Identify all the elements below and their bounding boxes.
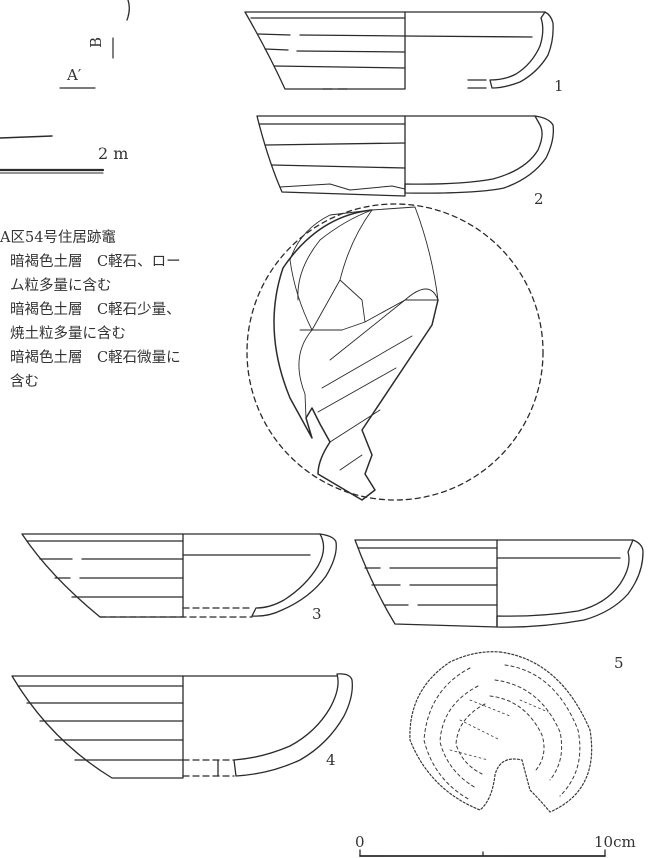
plan-label-b: B: [87, 36, 105, 48]
legend-line: 暗褐色土層 C軽石微量に: [10, 350, 181, 366]
dish-plan-view: [246, 203, 544, 501]
scale-end-label: 10cm: [594, 833, 636, 851]
base-rubbing: [409, 651, 593, 813]
legend-line: 焼土粒多量に含む: [10, 326, 126, 342]
legend-line: 含む: [10, 374, 39, 390]
plan-scale-label: 2 m: [98, 144, 129, 163]
vessel-number-1: 1: [554, 77, 564, 95]
plan-fragment: [0, 0, 131, 174]
legend-line: 暗褐色土層 C軽石、ロー: [10, 254, 181, 270]
legend-title: A区54号住居跡竈: [0, 230, 116, 246]
vessel-number-2: 2: [534, 190, 544, 208]
vessel-4: [11, 673, 353, 779]
scale-start-label: 0: [355, 833, 365, 851]
layer-legend: A区54号住居跡竈 暗褐色土層 C軽石、ロー ム粒多量に含む 暗褐色土層 C軽石…: [0, 226, 250, 394]
legend-line: ム粒多量に含む: [10, 278, 112, 294]
vessel-2: [256, 115, 554, 197]
vessel-number-3: 3: [312, 605, 322, 623]
vessel-number-5: 5: [614, 654, 624, 672]
scale-bar-10cm: [359, 849, 606, 857]
vessel-5: [354, 539, 644, 628]
vessel-number-4: 4: [326, 751, 336, 769]
plan-label-a-prime: A′: [67, 66, 82, 84]
vessel-3: [21, 533, 337, 618]
legend-line: 暗褐色土層 C軽石少量、: [10, 302, 181, 318]
vessel-1: [244, 11, 554, 90]
